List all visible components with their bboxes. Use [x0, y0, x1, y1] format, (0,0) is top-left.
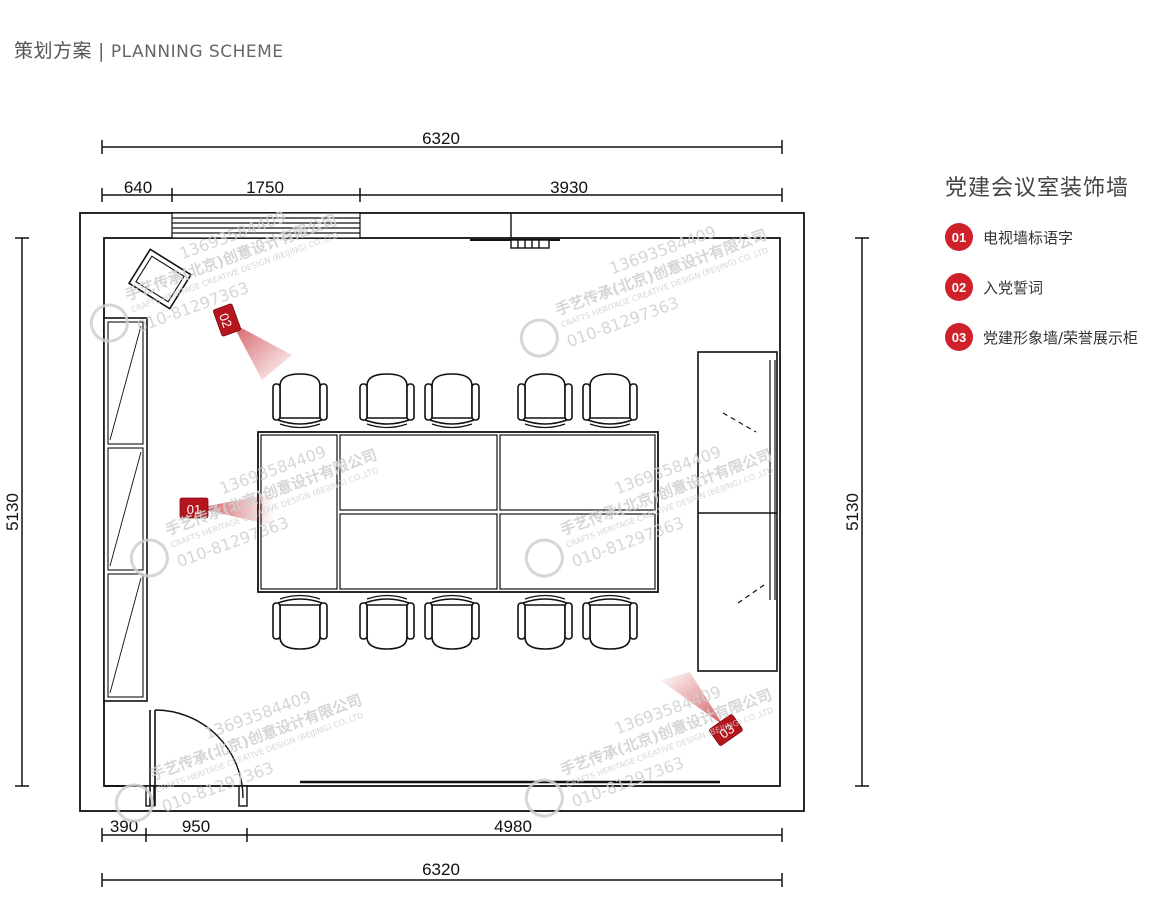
- header-title-cn: 策划方案: [14, 40, 93, 62]
- legend-item-label: 电视墙标语字: [983, 228, 1074, 247]
- dim-right-height: 5130: [843, 493, 862, 531]
- dim-top-seg3: 3930: [550, 178, 588, 197]
- dim-top-total: 6320: [422, 129, 460, 148]
- chairs-top-row: [272, 373, 638, 429]
- top-window: [171, 212, 361, 239]
- header-separator: |: [98, 40, 105, 62]
- dim-bottom-seg2: 950: [182, 817, 210, 836]
- chair: [424, 373, 480, 429]
- dim-top-seg2: 1750: [246, 178, 284, 197]
- legend-number-badge: 02: [945, 273, 973, 301]
- marker-03-beam: [660, 672, 723, 725]
- legend-item: 03 党建形象墙/荣誉展示柜: [945, 323, 1165, 351]
- bottom-dimensions: [101, 828, 783, 887]
- marker-01-label: 01: [187, 502, 201, 517]
- dim-bottom-seg3: 4980: [494, 817, 532, 836]
- conference-table: [257, 431, 659, 593]
- dim-left-height: 5130: [3, 493, 22, 531]
- chair: [359, 373, 415, 429]
- chair: [517, 373, 573, 429]
- marker-03-label: 03: [717, 721, 737, 742]
- dim-bottom-total: 6320: [422, 860, 460, 879]
- legend-item: 01 电视墙标语字: [945, 223, 1165, 251]
- legend-item: 02 入党誓词: [945, 273, 1165, 301]
- marker-02: 02: [212, 303, 242, 337]
- chair: [272, 373, 328, 429]
- dim-top-seg1: 640: [124, 178, 152, 197]
- watermark: 手艺传承(北京)创意设计有限公司 CRAFTS HERITAGE CREATIV…: [519, 222, 770, 358]
- left-wall-cabinets: [103, 317, 148, 702]
- corner-cabinet: [127, 248, 193, 310]
- marker-02-beam: [232, 323, 292, 380]
- legend: 党建会议室装饰墙 01 电视墙标语字 02 入党誓词 03 党建形象墙/荣誉展示…: [945, 170, 1165, 374]
- chair: [424, 594, 480, 650]
- watermark: 手艺传承(北京)创意设计有限公司 CRAFTS HERITAGE CREATIV…: [524, 682, 775, 818]
- top-dimensions: [101, 140, 783, 202]
- chair: [272, 594, 328, 650]
- chair: [582, 594, 638, 650]
- page-header: 策划方案|PLANNING SCHEME: [14, 36, 284, 63]
- chair: [582, 373, 638, 429]
- chair: [517, 594, 573, 650]
- legend-item-label: 入党誓词: [983, 278, 1044, 297]
- marker-02-label: 02: [216, 311, 235, 330]
- legend-number-badge: 03: [945, 323, 973, 351]
- header-title-en: PLANNING SCHEME: [110, 42, 284, 62]
- chair: [359, 594, 415, 650]
- marker-01-beam: [198, 493, 275, 526]
- legend-number-badge: 01: [945, 223, 973, 251]
- marker-03: 03: [709, 714, 743, 746]
- legend-item-label: 党建形象墙/荣誉展示柜: [983, 328, 1139, 347]
- legend-title: 党建会议室装饰墙: [945, 176, 1130, 201]
- chairs-bottom-row: [272, 594, 638, 650]
- top-wall-detail: [470, 213, 560, 249]
- side-dimensions: [15, 237, 869, 787]
- right-wall-cabinets: [697, 351, 778, 672]
- marker-01: 01: [179, 497, 209, 519]
